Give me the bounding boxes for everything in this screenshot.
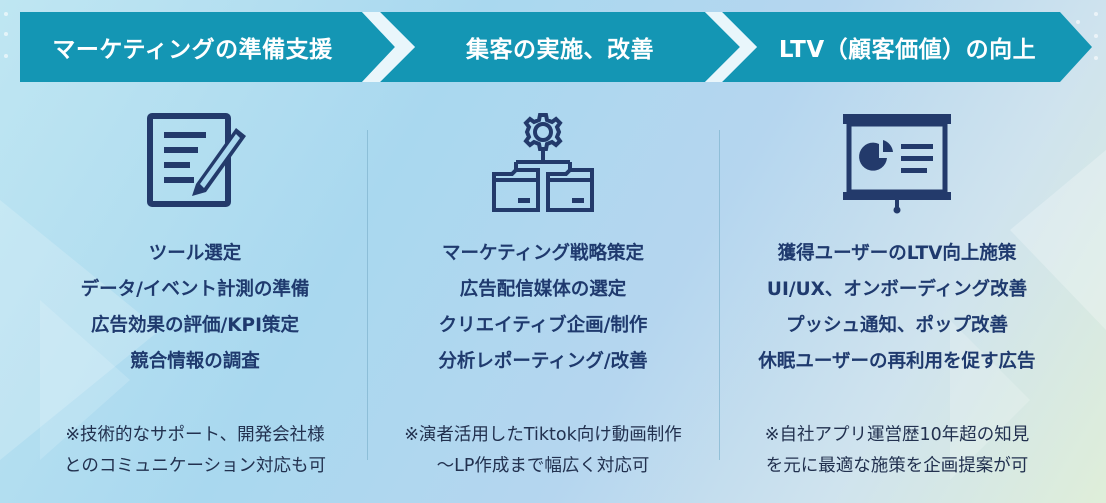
step-1-column: ツール選定 データ/イベント計測の準備 広告効果の評価/KPI策定 競合情報の調… bbox=[15, 110, 375, 380]
step-2-title: 集客の実施、改善 bbox=[466, 37, 654, 63]
document-pencil-icon bbox=[147, 113, 246, 207]
column-divider bbox=[719, 130, 720, 460]
chevron-gap-2 bbox=[705, 12, 757, 82]
chevron-step-2 bbox=[380, 12, 740, 82]
step-3-item: UI/UX、オンボーディング改善 bbox=[766, 279, 1028, 300]
chevron-step-1 bbox=[20, 12, 395, 82]
step-1-item: 競合情報の調査 bbox=[130, 351, 260, 372]
presentation-board-icon bbox=[843, 114, 951, 214]
step-2-item: マーケティング戦略策定 bbox=[441, 243, 645, 264]
chevron-gap-1 bbox=[362, 12, 415, 82]
note-line: 〜LP作成まで幅広く対応可 bbox=[436, 456, 650, 476]
step-1-item: 広告効果の評価/KPI策定 bbox=[90, 315, 300, 336]
step-3-item: 休眠ユーザーの再利用を促す広告 bbox=[758, 351, 1036, 372]
step-3-title: LTV（顧客価値）の向上 bbox=[778, 37, 1037, 63]
step-2-column: マーケティング戦略策定 広告配信媒体の選定 クリエイティブ企画/制作 分析レポー… bbox=[363, 110, 723, 380]
step-2-item: クリエイティブ企画/制作 bbox=[438, 315, 648, 336]
note-line: ※技術的なサポート、開発会社様 bbox=[65, 425, 325, 445]
step-1-item: ツール選定 bbox=[148, 243, 242, 264]
step-3-column: 獲得ユーザーのLTV向上施策 UI/UX、オンボーディング改善 プッシュ通知、ポ… bbox=[717, 110, 1077, 380]
step-2-item: 分析レポーティング/改善 bbox=[438, 351, 648, 372]
step-2-item: 広告配信媒体の選定 bbox=[459, 279, 627, 300]
chevron-arrows bbox=[20, 12, 1092, 82]
column-divider bbox=[367, 130, 368, 460]
chevron-step-3 bbox=[722, 12, 1092, 82]
process-header: マーケティングの準備支援 集客の実施、改善 LTV（顧客価値）の向上 bbox=[0, 12, 1106, 82]
step-2-note: ※演者活用したTiktok向け動画制作 〜LP作成まで幅広く対応可 bbox=[363, 420, 723, 482]
step-3-note: ※自社アプリ運営歴10年超の知見 を元に最適な施策を企画提案が可 bbox=[717, 420, 1077, 482]
note-line: ※演者活用したTiktok向け動画制作 bbox=[404, 425, 682, 445]
step-1-note: ※技術的なサポート、開発会社様 とのコミュニケーション対応も可 bbox=[15, 420, 375, 482]
note-line: ※自社アプリ運営歴10年超の知見 bbox=[764, 425, 1030, 445]
gear-folders-icon bbox=[492, 113, 594, 212]
note-line: を元に最適な施策を企画提案が可 bbox=[765, 456, 1029, 476]
step-1-item: データ/イベント計測の準備 bbox=[80, 279, 310, 300]
step-3-item: プッシュ通知、ポップ改善 bbox=[785, 315, 1008, 336]
note-line: とのコミュニケーション対応も可 bbox=[64, 456, 326, 476]
step-1-title: マーケティングの準備支援 bbox=[52, 37, 333, 63]
step-3-item: 獲得ユーザーのLTV向上施策 bbox=[777, 243, 1017, 264]
